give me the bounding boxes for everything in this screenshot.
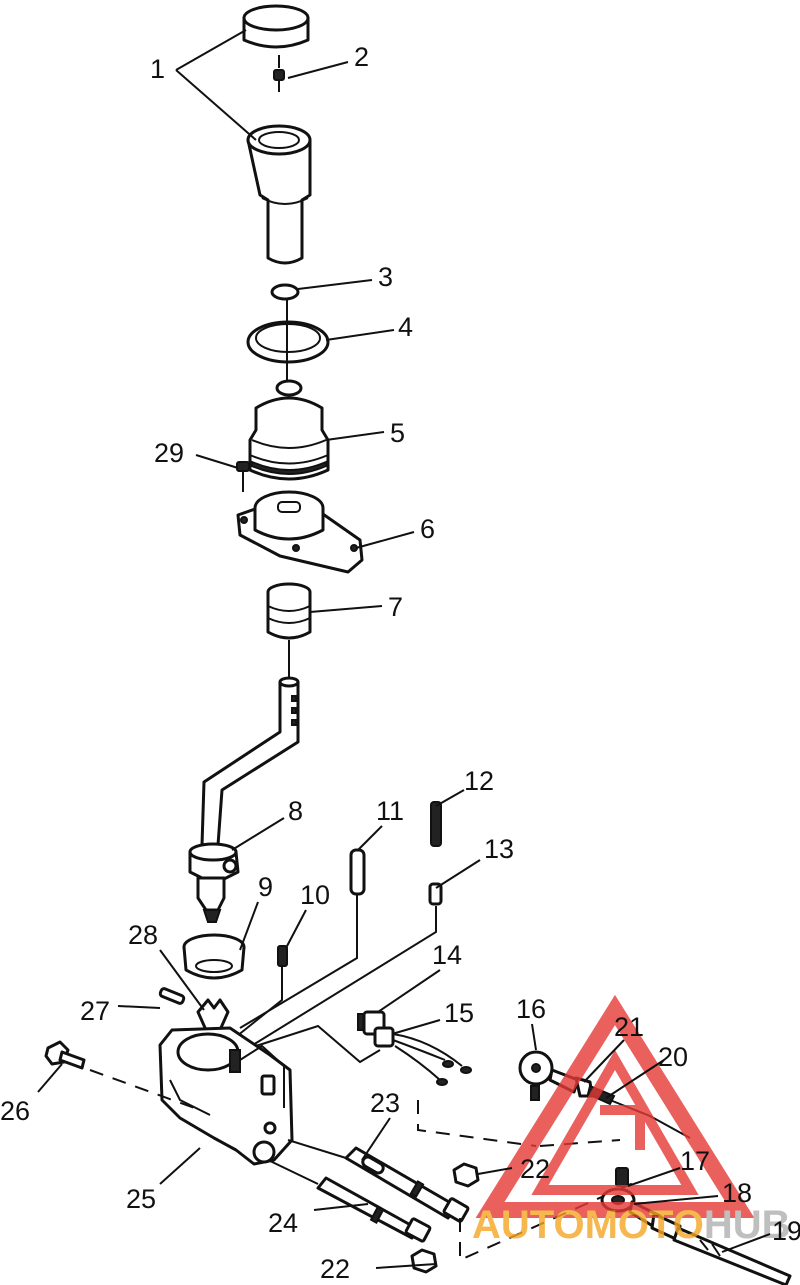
callout-11: 11 — [376, 796, 404, 826]
part-knob-cap — [242, 4, 310, 49]
callout-28: 28 — [128, 920, 158, 950]
callout-22-lower: 22 — [320, 1254, 350, 1284]
part-rubber-boot — [248, 379, 330, 481]
leader-lines — [37, 29, 771, 1269]
callout-16: 16 — [516, 994, 546, 1024]
part-screw — [273, 69, 285, 92]
callout-22-upper: 22 — [520, 1154, 550, 1184]
watermark-triangle — [475, 994, 755, 1218]
svg-text:AUTOMOTOHUB: AUTOMOTOHUB — [472, 1203, 791, 1247]
callout-10: 10 — [300, 880, 330, 910]
watermark-logo: AUTOMOTOHUB — [472, 994, 791, 1247]
part-long-pin — [349, 848, 366, 896]
part-long-rod — [316, 1176, 432, 1243]
watermark-text-orange: AUTOMOTO — [472, 1203, 704, 1247]
part-shift-lever — [188, 676, 300, 923]
callout-29: 29 — [154, 438, 184, 468]
callout-7: 7 — [388, 592, 403, 622]
callout-8: 8 — [288, 796, 303, 826]
callout-18: 18 — [722, 1178, 752, 1208]
callout-26: 26 — [0, 1096, 30, 1126]
callout-17: 17 — [680, 1146, 710, 1176]
part-nut-upper — [452, 1162, 480, 1188]
part-mount-plate — [236, 490, 364, 574]
part-wire-harness — [373, 1026, 472, 1086]
callout-6: 6 — [420, 514, 435, 544]
callout-13: 13 — [484, 834, 514, 864]
part-spring — [430, 801, 442, 847]
part-bolt — [44, 1040, 86, 1070]
part-mount-screw — [236, 461, 250, 492]
part-shift-grip — [246, 124, 312, 265]
part-small-washer — [270, 283, 300, 301]
part-pin — [158, 987, 186, 1005]
callout-4: 4 — [398, 312, 413, 342]
callout-9: 9 — [258, 872, 273, 902]
callout-23: 23 — [370, 1088, 400, 1118]
callout-labels: 1 2 3 4 5 29 6 7 12 8 11 13 9 10 28 14 2… — [0, 42, 800, 1284]
callout-12: 12 — [464, 766, 494, 796]
part-small-spring — [277, 945, 288, 967]
part-bolt-17 — [615, 1167, 629, 1187]
callout-20: 20 — [658, 1042, 688, 1072]
part-fork — [196, 998, 230, 1032]
callout-27: 27 — [80, 996, 110, 1026]
callout-25: 25 — [126, 1184, 156, 1214]
callout-15: 15 — [444, 998, 474, 1028]
part-ring-clip — [182, 933, 246, 980]
callout-3: 3 — [378, 262, 393, 292]
part-shift-rod — [344, 1146, 470, 1223]
watermark-text-gray: HUB — [704, 1203, 791, 1247]
part-nut-lower — [410, 1248, 438, 1274]
part-shifter-housing — [158, 1026, 294, 1166]
callout-2: 2 — [354, 42, 369, 72]
callout-24: 24 — [268, 1208, 298, 1238]
part-bushing — [266, 582, 312, 640]
callout-1: 1 — [150, 54, 165, 84]
callout-21: 21 — [614, 1012, 644, 1042]
part-detent — [428, 882, 443, 906]
callout-14: 14 — [432, 940, 462, 970]
callout-5: 5 — [390, 418, 405, 448]
callout-19: 19 — [772, 1216, 800, 1246]
